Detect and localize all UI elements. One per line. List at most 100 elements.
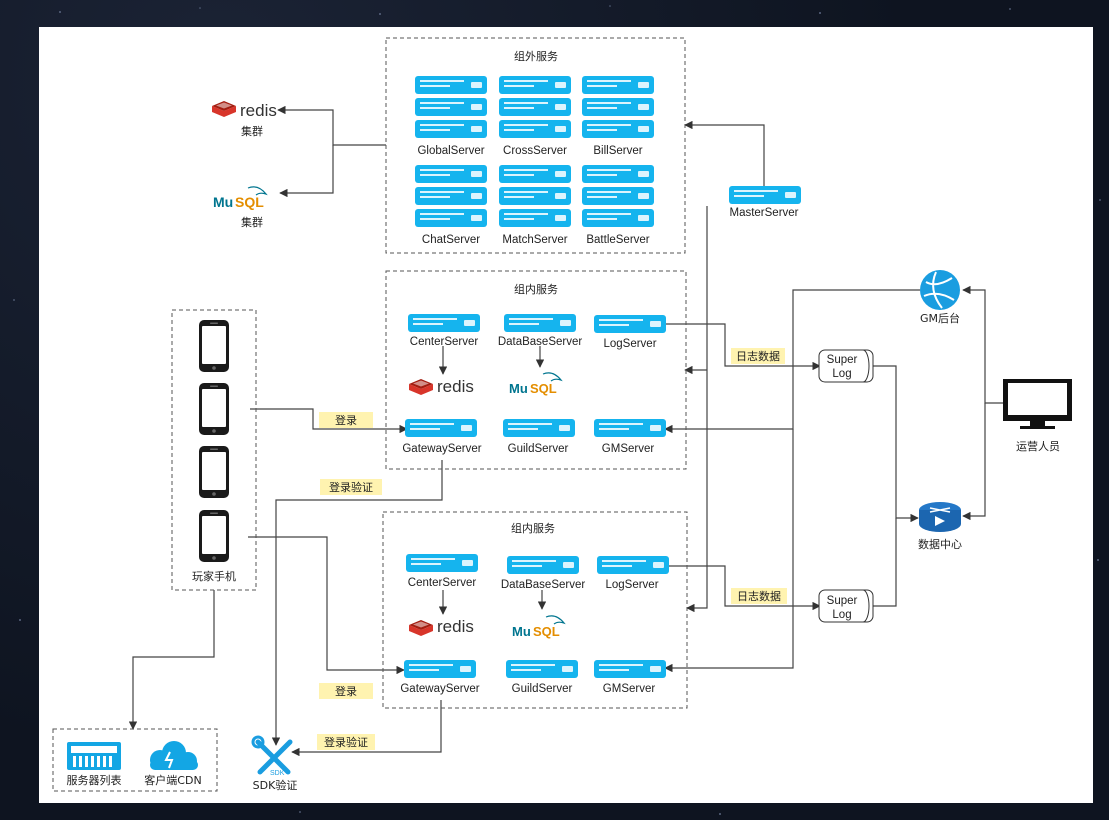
mysql-logo-text-sql: SQL [235, 194, 264, 210]
g2-guild-server-icon [506, 660, 578, 678]
mysql-logo-text-my: Mu [213, 194, 233, 210]
redis-logo-text: redis [240, 101, 277, 120]
g2-log-server-label: LogServer [605, 579, 658, 591]
g1-redis-text: redis [437, 377, 474, 396]
cloud-icon [150, 741, 198, 770]
svg-text:Super: Super [827, 595, 858, 607]
chat-server-icon [415, 165, 487, 227]
cross-server-label: CrossServer [503, 145, 567, 157]
starfield [13, 5, 1101, 815]
outer-services-group: 组外服务 GlobalServer CrossServer BillServer… [385, 37, 686, 254]
g2-gm-server-label: GMServer [603, 683, 656, 695]
g1-log-server-icon [594, 315, 666, 333]
router-icon [919, 502, 961, 532]
inner-group-2-title: 组内服务 [511, 521, 555, 535]
phone-icon [199, 383, 229, 435]
phone-icon [199, 510, 229, 562]
connectors [128, 105, 1003, 757]
super-log-1: Super Log [818, 349, 874, 383]
player-phones-group: 玩家手机 [171, 309, 257, 591]
global-server-icon [415, 76, 487, 138]
tag-log-data-2: 日志数据 [731, 588, 787, 604]
monitor-icon [1003, 379, 1072, 429]
g1-gm-server-icon [594, 419, 666, 437]
tag-log-data-1: 日志数据 [731, 348, 785, 364]
g2-database-server-icon [507, 556, 579, 574]
g2-center-server-label: CenterServer [408, 577, 477, 589]
g1-gateway-server-label: GatewayServer [402, 443, 481, 455]
tag-login-2: 登录 [319, 683, 373, 699]
svg-text:Super: Super [827, 354, 858, 366]
g1-mysql-dolphin-icon [542, 372, 563, 382]
global-server-label: GlobalServer [417, 145, 484, 157]
redis-cluster-label: 集群 [241, 124, 263, 138]
g1-guild-server-icon [503, 419, 575, 437]
g2-center-server-icon [406, 554, 478, 572]
tag-login-1: 登录 [319, 412, 373, 428]
g2-gm-server-icon [594, 660, 666, 678]
inner-services-group-2: 组内服务 CenterServer DataBaseServer LogServ… [382, 511, 688, 709]
tools-icon: SDK [251, 735, 293, 777]
player-phones-label: 玩家手机 [192, 569, 236, 583]
operators: 运营人员 [1003, 379, 1072, 453]
data-center: 数据中心 [918, 502, 962, 551]
svg-text:登录: 登录 [335, 413, 357, 427]
svg-text:Log: Log [832, 368, 851, 380]
g2-mysql-my: Mu [512, 624, 531, 639]
g2-database-server-label: DataBaseServer [501, 579, 586, 591]
sdk-badge-text: SDK [270, 770, 285, 777]
g1-center-server-icon [408, 314, 480, 332]
client-resources-group: 服务器列表 客户端CDN [52, 728, 218, 792]
g1-mysql-sql: SQL [530, 381, 557, 396]
operators-label: 运营人员 [1016, 439, 1060, 453]
g1-database-server-icon [504, 314, 576, 332]
master-server-icon [729, 186, 801, 204]
g1-guild-server-label: GuildServer [508, 443, 569, 455]
g2-mysql-dolphin-icon [545, 615, 566, 625]
svg-text:Log: Log [832, 609, 851, 621]
svg-text:日志数据: 日志数据 [736, 349, 780, 363]
g1-gm-server-label: GMServer [602, 443, 655, 455]
data-center-label: 数据中心 [918, 537, 962, 551]
server-rack-icon [67, 742, 121, 770]
svg-text:登录验证: 登录验证 [324, 735, 368, 749]
match-server-label: MatchServer [502, 234, 567, 246]
phone-icon [199, 446, 229, 498]
g2-guild-server-label: GuildServer [512, 683, 573, 695]
svg-text:日志数据: 日志数据 [737, 589, 781, 603]
g1-log-server-label: LogServer [603, 338, 656, 350]
g1-database-server-label: DataBaseServer [498, 336, 583, 348]
mysql-dolphin-icon [247, 186, 268, 196]
g2-log-server-icon [597, 556, 669, 574]
sdk-verify-label: SDK验证 [253, 778, 298, 792]
battle-server-label: BattleServer [586, 234, 649, 246]
inner-services-group-1: 组内服务 CenterServer DataBaseServer LogServ… [385, 270, 687, 470]
battle-server-icon [582, 165, 654, 227]
master-server-label: MasterServer [729, 207, 798, 219]
match-server-icon [499, 165, 571, 227]
g1-center-server-label: CenterServer [410, 336, 479, 348]
bill-server-icon [582, 76, 654, 138]
g2-gateway-server-icon [404, 660, 476, 678]
mysql-cluster: Mu SQL 集群 [213, 186, 268, 229]
g2-gateway-server-label: GatewayServer [400, 683, 479, 695]
g1-gateway-server-icon [405, 419, 477, 437]
g1-mysql-my: Mu [509, 381, 528, 396]
outer-group-title: 组外服务 [514, 49, 558, 63]
gm-backend-label: GM后台 [920, 311, 960, 325]
g2-mysql-sql: SQL [533, 624, 560, 639]
inner-group-1-title: 组内服务 [514, 282, 558, 296]
client-cdn-label: 客户端CDN [144, 773, 201, 787]
chat-server-label: ChatServer [422, 234, 480, 246]
sdk-verify: SDK SDK验证 [251, 735, 298, 792]
g2-redis-text: redis [437, 617, 474, 636]
gm-backend: GM后台 [920, 270, 960, 325]
super-log-2: Super Log [818, 589, 874, 623]
svg-text:登录验证: 登录验证 [329, 480, 373, 494]
redis-cluster: redis 集群 [212, 101, 277, 138]
phone-icon [199, 320, 229, 372]
mysql-cluster-label: 集群 [241, 215, 263, 229]
svg-text:登录: 登录 [335, 684, 357, 698]
tag-login-verify-1: 登录验证 [320, 479, 382, 495]
